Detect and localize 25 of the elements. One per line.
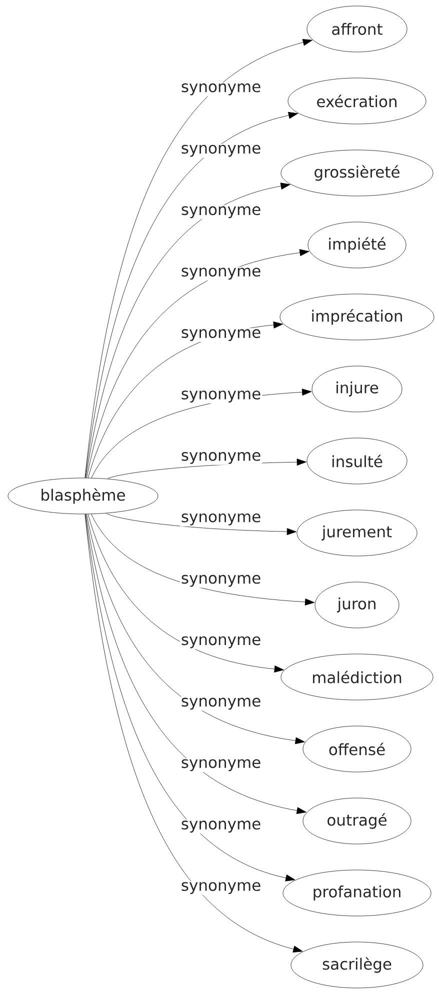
edge-label: synonyme (182, 144, 260, 157)
arrow (84, 39, 312, 478)
arrow (84, 514, 303, 952)
edge-label: synonyme (182, 759, 260, 772)
edge-label: synonyme (182, 574, 260, 587)
arrow (86, 514, 306, 814)
edge-label: synonyme (182, 390, 260, 402)
arrow (85, 112, 298, 478)
arrow (91, 514, 315, 606)
edge-label: synonyme (182, 513, 260, 526)
edge-label: synonyme (182, 882, 260, 894)
edge-label: synonyme (182, 820, 260, 833)
arrow (85, 514, 296, 882)
edge-label: synonyme (182, 206, 260, 218)
edge-label: synonyme (182, 329, 260, 342)
edge-label: synonyme (182, 83, 260, 96)
edge-label: synonyme (182, 636, 260, 648)
arrow (86, 249, 310, 478)
arrow (88, 514, 284, 672)
edge-label: synonyme (182, 452, 260, 464)
arrow (106, 513, 296, 536)
edge-label: synonyme (182, 268, 260, 280)
edge-label: synonyme (182, 698, 260, 710)
arrow (86, 514, 305, 744)
arrow (86, 182, 290, 478)
